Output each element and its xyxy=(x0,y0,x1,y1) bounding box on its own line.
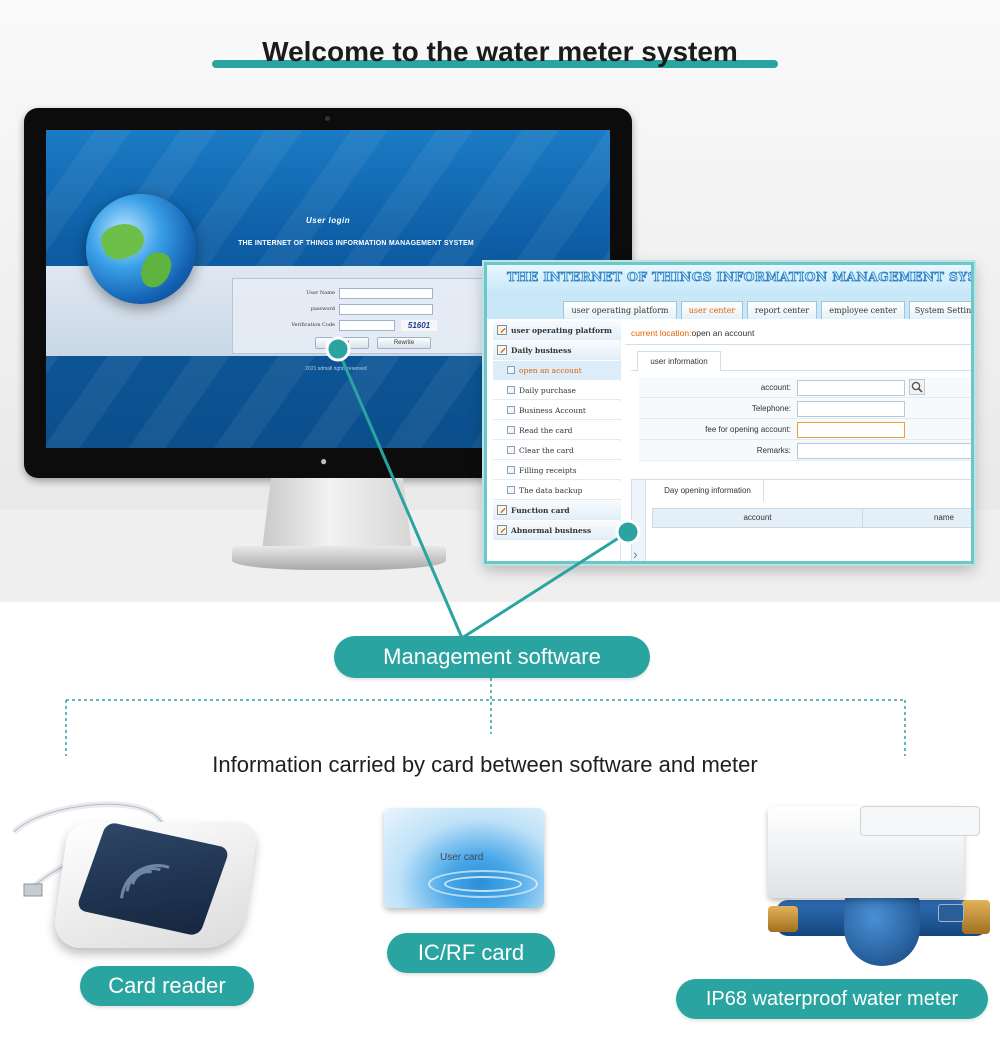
search-icon[interactable] xyxy=(909,379,925,395)
login-footer: 2021 sdmall rights reserved xyxy=(305,366,367,372)
tab-day-opening-information[interactable]: Day opening information xyxy=(652,480,764,502)
document-icon xyxy=(507,366,515,374)
login-system-name: THE INTERNET OF THINGS INFORMATION MANAG… xyxy=(238,240,474,247)
sidebar-item-filling-receipts[interactable]: Filling receipts xyxy=(493,461,621,480)
telephone-label: Telephone: xyxy=(751,404,791,413)
login-form: User Name password Verification Code 516… xyxy=(232,278,492,354)
management-software-label: Management software xyxy=(334,636,650,678)
login-heading: User login xyxy=(306,216,351,225)
water-meter-label: IP68 waterproof water meter xyxy=(676,979,988,1019)
username-input[interactable] xyxy=(339,288,433,299)
password-label: password xyxy=(310,306,335,312)
sidebar-item-business-account[interactable]: Business Account xyxy=(493,401,621,420)
tab-report-center[interactable]: report center xyxy=(747,301,817,319)
app-title: THE INTERNET OF THINGS INFORMATION MANAG… xyxy=(507,269,974,285)
edit-icon xyxy=(497,325,507,335)
contactless-wave-icon xyxy=(120,864,170,899)
day-table-header: account name xyxy=(652,508,971,528)
captcha-image[interactable]: 51601 xyxy=(401,320,437,331)
app-tab-bar: user operating platform user center repo… xyxy=(487,295,971,319)
document-icon xyxy=(507,486,515,494)
breadcrumb-prefix: current location: xyxy=(631,328,692,338)
sidebar-item-read-the-card[interactable]: Read the card xyxy=(493,421,621,440)
form-row-telephone: Telephone: xyxy=(639,398,971,419)
sidebar-item-daily-business[interactable]: Daily business xyxy=(493,341,621,360)
column-account[interactable]: account xyxy=(653,509,863,527)
document-icon xyxy=(507,466,515,474)
form-row-account: account: xyxy=(639,377,971,398)
tab-user-operating-platform[interactable]: user operating platform xyxy=(563,301,677,319)
globe-icon xyxy=(86,194,196,304)
tab-user-information[interactable]: user information xyxy=(637,351,721,371)
apple-logo-icon: ● xyxy=(320,454,328,468)
app-header: THE INTERNET OF THINGS INFORMATION MANAG… xyxy=(487,265,974,295)
opening-fee-input[interactable] xyxy=(797,422,905,438)
day-opening-panel: › Day opening information account name xyxy=(631,479,971,562)
form-row-remarks: Remarks: xyxy=(639,440,971,461)
tab-user-center[interactable]: user center xyxy=(681,301,743,319)
meter-electronics-housing xyxy=(768,806,980,898)
chevron-right-icon[interactable]: › xyxy=(633,546,638,562)
rewrite-button[interactable]: Rewrite xyxy=(377,337,431,349)
ic-rf-card: User card xyxy=(384,808,544,908)
user-card-text: User card xyxy=(440,852,484,863)
document-icon xyxy=(507,446,515,454)
water-meter-device xyxy=(748,800,992,976)
edit-icon xyxy=(497,505,507,515)
opening-fee-label: fee for opening account: xyxy=(705,425,791,434)
app-sidebar: user operating platform Daily business o… xyxy=(493,321,621,561)
account-label: account: xyxy=(760,383,791,392)
account-input[interactable] xyxy=(797,380,905,396)
sidebar-item-daily-purchase[interactable]: Daily purchase xyxy=(493,381,621,400)
verification-label: Verification Code xyxy=(291,322,335,328)
sidebar-item-open-an-account[interactable]: open an account xyxy=(493,361,621,380)
meter-nameplate xyxy=(938,904,964,922)
document-icon xyxy=(507,406,515,414)
edit-icon xyxy=(497,345,507,355)
sidebar-item-clear-the-card[interactable]: Clear the card xyxy=(493,441,621,460)
user-info-tabstrip: user information xyxy=(631,351,971,371)
management-software-window: THE INTERNET OF THINGS INFORMATION MANAG… xyxy=(484,262,974,564)
column-name[interactable]: name xyxy=(933,513,954,522)
remarks-label: Remarks: xyxy=(756,446,791,455)
breadcrumb: current location:open an account xyxy=(625,321,971,345)
password-input[interactable] xyxy=(339,304,433,315)
title-underline xyxy=(212,60,778,68)
card-reader-device xyxy=(51,821,259,948)
form-row-opening-fee: fee for opening account: xyxy=(639,419,971,440)
username-label: User Name xyxy=(306,290,335,296)
camera-icon xyxy=(325,116,330,121)
tab-employee-center[interactable]: employee center xyxy=(821,301,905,319)
verification-input[interactable] xyxy=(339,320,395,331)
document-icon xyxy=(507,426,515,434)
app-main-panel: current location:open an account user in… xyxy=(625,321,971,562)
sidebar-item-user-operating-platform[interactable]: user operating platform xyxy=(493,321,621,340)
card-reader-label: Card reader xyxy=(80,966,254,1006)
sidebar-item-data-backup[interactable]: The data backup xyxy=(493,481,621,500)
ic-rf-card-label: IC/RF card xyxy=(387,933,555,973)
info-caption: Information carried by card between soft… xyxy=(212,752,758,777)
telephone-input[interactable] xyxy=(797,401,905,417)
sidebar-item-function-card[interactable]: Function card xyxy=(493,501,621,520)
breadcrumb-current: open an account xyxy=(691,328,755,338)
document-icon xyxy=(507,386,515,394)
page-title: Welcome to the water meter system xyxy=(262,36,738,67)
remarks-input[interactable] xyxy=(797,443,971,459)
tab-system-settings[interactable]: System Settin xyxy=(909,301,971,319)
